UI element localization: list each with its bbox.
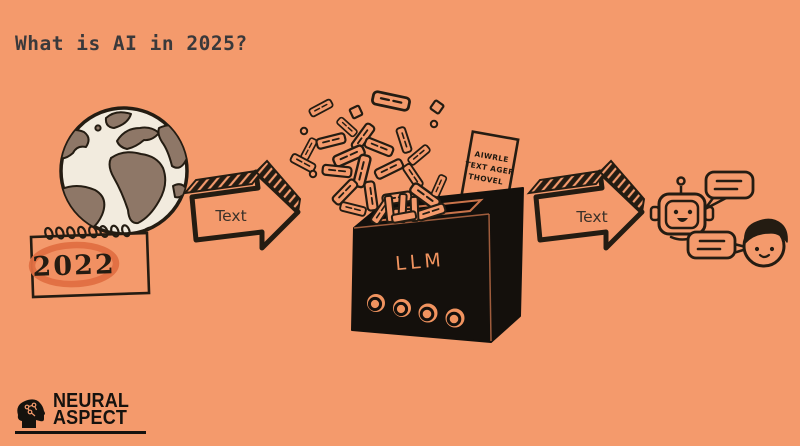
shredded-paper-icon <box>288 89 448 227</box>
page-title: What is AI in 2025? <box>15 32 248 55</box>
output-arrow-icon: Text <box>529 161 644 248</box>
output-arrow-label: Text <box>575 208 607 226</box>
globe-icon <box>59 106 189 236</box>
chat-group <box>649 170 788 268</box>
robot-icon <box>649 176 715 241</box>
input-arrow-label: Text <box>214 207 246 225</box>
logo-underline <box>15 431 146 434</box>
user-icon <box>742 218 788 268</box>
year-highlight-circle <box>28 241 120 288</box>
logo-line-1: NEURAL <box>53 390 130 412</box>
calendar-year: 2022 <box>32 249 116 283</box>
robot-speech-bubble-icon <box>703 170 755 211</box>
logo-line-2: ASPECT <box>53 407 128 429</box>
paper-strips-in-slot <box>383 192 420 224</box>
brand-logo: NEURAL ASPECT <box>14 390 194 439</box>
llm-label: LLM <box>394 249 445 275</box>
brain-head-icon <box>17 399 45 428</box>
llm-knobs <box>365 292 467 330</box>
calendar-icon: 2022 <box>28 223 151 299</box>
user-speech-bubble-icon <box>686 230 752 260</box>
input-arrow-icon: Text <box>185 161 300 248</box>
